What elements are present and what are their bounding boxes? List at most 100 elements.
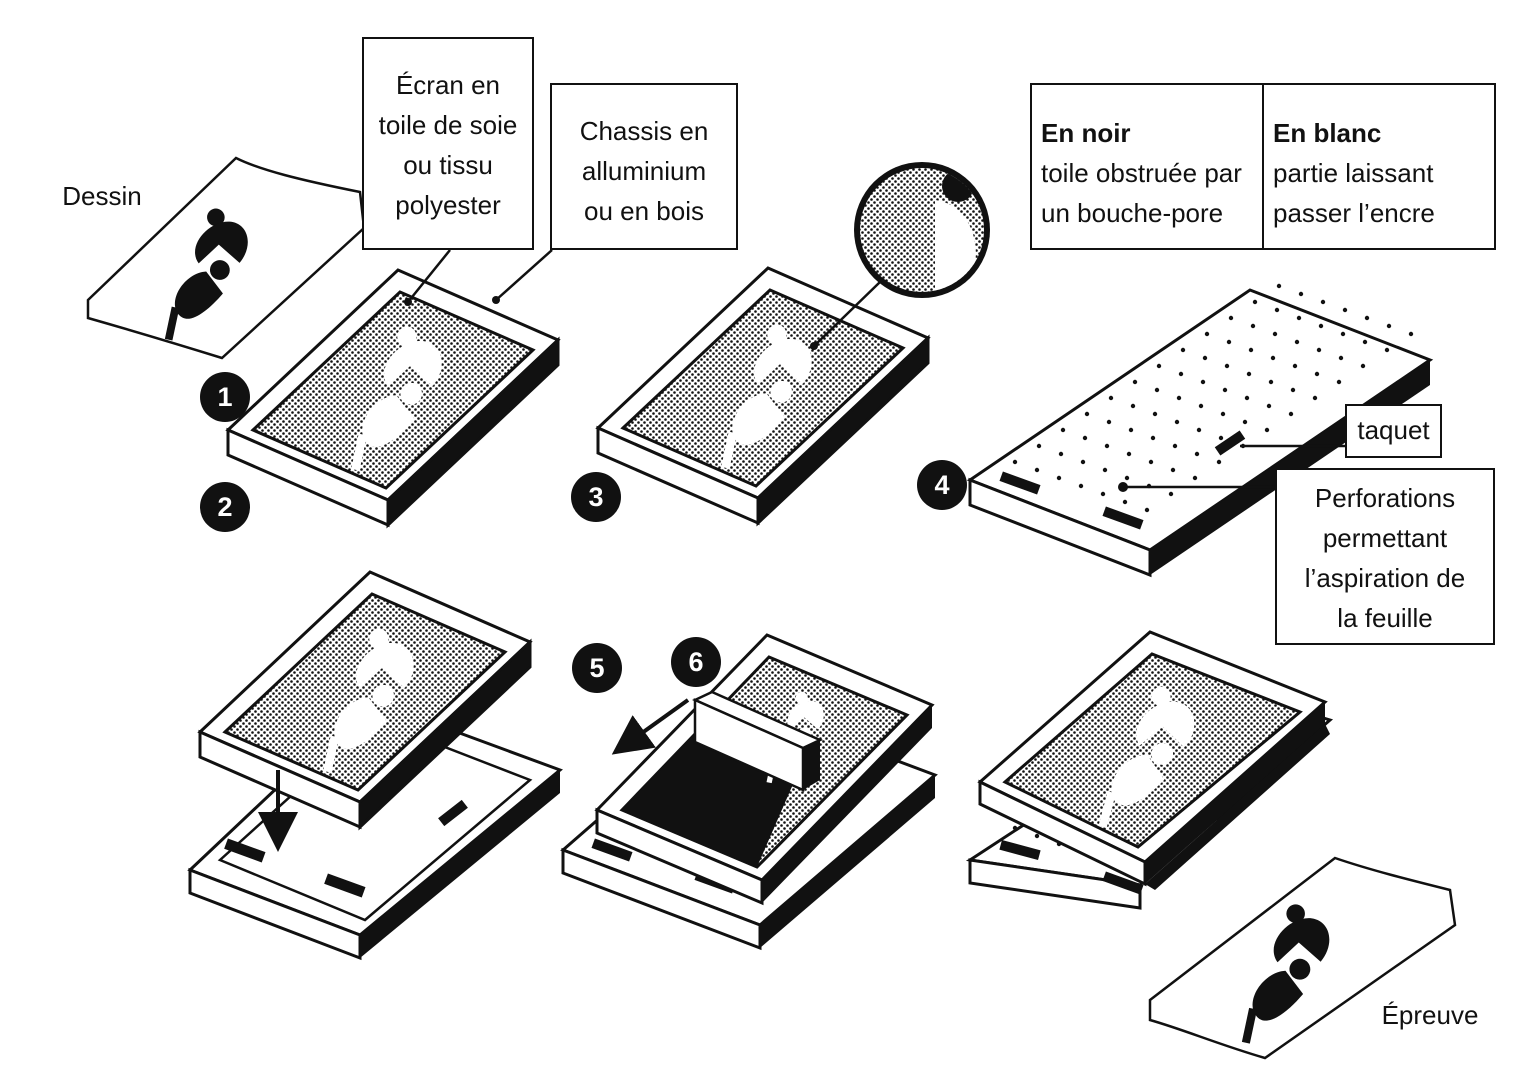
- legend-blanc-title: En blanc: [1273, 118, 1382, 148]
- perforation-dot: [1336, 379, 1342, 385]
- perforation-dot: [1144, 507, 1150, 513]
- perforation-dot: [1130, 403, 1136, 409]
- perforation-dot: [1100, 491, 1106, 497]
- perforation-dot: [1168, 491, 1174, 497]
- perforation-dot: [1338, 355, 1344, 361]
- perforation-dot: [1202, 355, 1208, 361]
- perforation-dot: [1152, 411, 1158, 417]
- perforation-dot: [1242, 419, 1248, 425]
- chassis-line-1: Chassis en: [579, 116, 709, 146]
- perforation-dot: [1200, 379, 1206, 385]
- step-badge-6: 6: [671, 637, 721, 687]
- perforation-dot: [1320, 299, 1326, 305]
- perforation-dot: [1034, 833, 1040, 839]
- perforation-dot: [1312, 395, 1318, 401]
- perforation-dot: [1270, 355, 1276, 361]
- step-badge-1: 1: [200, 372, 250, 422]
- perforation-dot: [1316, 347, 1322, 353]
- chassis-line-2: alluminium: [581, 156, 707, 186]
- ecran-line-3: ou tissu: [403, 150, 493, 180]
- taquet-callout: taquet: [1345, 404, 1442, 458]
- legend-blanc-line-1: partie laissant: [1273, 158, 1434, 188]
- perforation-dot: [1220, 411, 1226, 417]
- perforation-dot: [1288, 411, 1294, 417]
- legend-blanc-line-2: passer l’encre: [1273, 198, 1435, 228]
- perforation-dot: [1108, 395, 1114, 401]
- perforation-dot: [1224, 363, 1230, 369]
- perforation-dot: [1266, 403, 1272, 409]
- perforation-dot: [1272, 331, 1278, 337]
- ecran-line-1: Écran en: [395, 70, 501, 100]
- perforation-dot: [1102, 467, 1108, 473]
- perforation-dot: [1268, 379, 1274, 385]
- perforation-dot: [1080, 459, 1086, 465]
- legend-noir-title: En noir: [1041, 118, 1131, 148]
- perforation-dot: [1126, 451, 1132, 457]
- chassis-callout: Chassis en alluminium ou en bois: [550, 83, 738, 250]
- step-badge-4: 4: [917, 460, 967, 510]
- perforation-dot: [1250, 323, 1256, 329]
- perforation-dot: [1192, 475, 1198, 481]
- perforation-dot: [1274, 307, 1280, 313]
- perforation-dot: [1196, 427, 1202, 433]
- perforation-dot: [1384, 347, 1390, 353]
- screen-frame-3: [596, 266, 930, 525]
- perforation-dot: [1198, 403, 1204, 409]
- ecran-callout: Écran en toile de soie ou tissu polyeste…: [362, 37, 534, 250]
- zoom-circle: [810, 162, 990, 350]
- perforation-dot: [1246, 371, 1252, 377]
- perforation-dot: [1084, 411, 1090, 417]
- perforation-dot: [1170, 467, 1176, 473]
- legend-noir-line-2: un bouche-pore: [1041, 198, 1224, 228]
- perforation-dot: [1298, 291, 1304, 297]
- perforation-dot: [1106, 419, 1112, 425]
- perforation-dot: [1058, 451, 1064, 457]
- perforation-dot: [1276, 283, 1282, 289]
- perforation-dot: [1248, 347, 1254, 353]
- perforation-dot: [1252, 299, 1258, 305]
- perforation-dot: [1294, 339, 1300, 345]
- perforation-dot: [1314, 371, 1320, 377]
- perforation-dot: [1218, 435, 1224, 441]
- perforation-dot: [1226, 339, 1232, 345]
- legend-noir: En noir toile obstruée par un bouche-por…: [1032, 85, 1262, 248]
- perforation-dot: [1036, 443, 1042, 449]
- perforations-line-1: Perforations: [1314, 483, 1456, 513]
- step-badge-2: 2: [200, 482, 250, 532]
- screen-frame-7: [977, 630, 1330, 890]
- perforation-dot: [1222, 387, 1228, 393]
- perforation-dot: [1194, 451, 1200, 457]
- legend-box: En noir toile obstruée par un bouche-por…: [1030, 83, 1496, 250]
- perforation-dot: [1362, 339, 1368, 345]
- perforation-dot: [1204, 331, 1210, 337]
- perforation-dot: [1342, 307, 1348, 313]
- perforation-dot: [1216, 459, 1222, 465]
- perforation-dot: [1174, 419, 1180, 425]
- epreuve-label: Épreuve: [1381, 1000, 1479, 1030]
- perforation-dot: [1318, 323, 1324, 329]
- legend-noir-line-1: toile obstruée par: [1041, 158, 1242, 188]
- perforation-dot: [1056, 475, 1062, 481]
- ecran-line-4: polyester: [395, 190, 501, 220]
- perforation-dot: [1128, 427, 1134, 433]
- perforation-dot: [1244, 395, 1250, 401]
- perforation-dot: [1148, 459, 1154, 465]
- perforation-dot: [1292, 363, 1298, 369]
- step-badge-3: 3: [571, 472, 621, 522]
- perforations-line-4: la feuille: [1337, 603, 1433, 633]
- squeegee: [691, 690, 824, 792]
- legend-blanc: En blanc partie laissant passer l’encre: [1262, 85, 1494, 248]
- perforation-dot: [1296, 315, 1302, 321]
- perforation-dot: [1172, 443, 1178, 449]
- perforation-dot: [1122, 499, 1128, 505]
- perforation-dot: [1034, 467, 1040, 473]
- dessin-label: Dessin: [62, 181, 142, 211]
- perforation-dot: [1264, 427, 1270, 433]
- perforation-dot: [1124, 475, 1130, 481]
- perforation-dot: [1176, 395, 1182, 401]
- perforation-dot: [1078, 483, 1084, 489]
- perforation-dot: [1012, 459, 1018, 465]
- perforation-dot: [1180, 347, 1186, 353]
- perforation-dot: [1364, 315, 1370, 321]
